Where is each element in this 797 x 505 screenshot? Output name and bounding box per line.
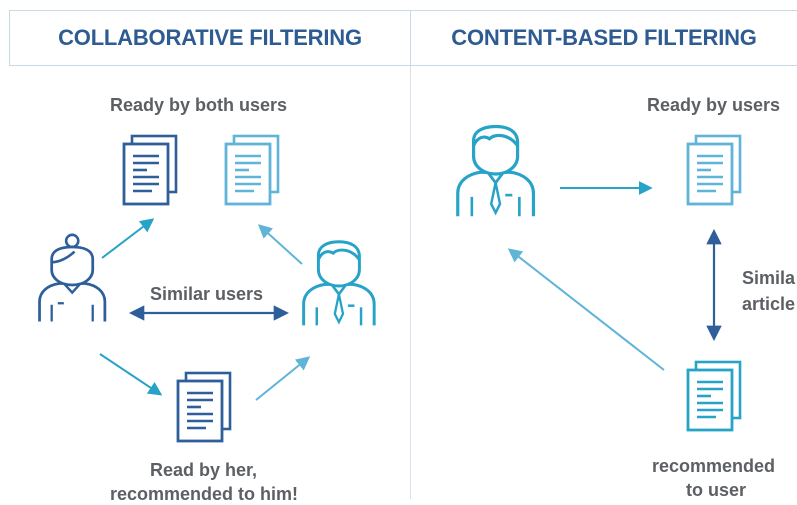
document-icon [686, 134, 742, 206]
arrow-recommended-doc-to-user [507, 248, 665, 371]
collaborative-filtering-header: COLLABORATIVE FILTERING [9, 10, 410, 66]
man-user-icon [456, 124, 536, 218]
man-user-icon [302, 240, 376, 327]
document-icon [176, 371, 232, 443]
recommended-line1: recommended [652, 456, 776, 476]
content-based-filtering-header: CONTENT-BASED FILTERING [410, 10, 797, 66]
arrow-woman-to-recommended-doc [99, 353, 163, 396]
document-icon [122, 134, 178, 206]
similar-articles-line2: article [742, 294, 796, 314]
recommend-label-line2: recommended to him! [110, 484, 299, 504]
arrow-woman-to-doc [101, 218, 155, 259]
read-by-users-label: Ready by users [647, 95, 781, 115]
content-based-filtering-title: CONTENT-BASED FILTERING [451, 25, 757, 50]
document-icon [224, 134, 280, 206]
document-icon [686, 360, 742, 432]
woman-user-icon [38, 233, 107, 323]
recommended-line2: to user [686, 480, 747, 500]
similar-users-label: Similar users [150, 284, 264, 304]
recommend-label-line1: Read by her, [150, 460, 258, 480]
arrow-doc-to-man [255, 356, 311, 401]
panel-divider [410, 66, 411, 499]
arrow-man-to-doc [257, 224, 303, 265]
read-by-both-label: Ready by both users [110, 95, 288, 115]
similar-articles-line1: Simila [742, 268, 796, 288]
collaborative-filtering-title: COLLABORATIVE FILTERING [58, 25, 362, 50]
